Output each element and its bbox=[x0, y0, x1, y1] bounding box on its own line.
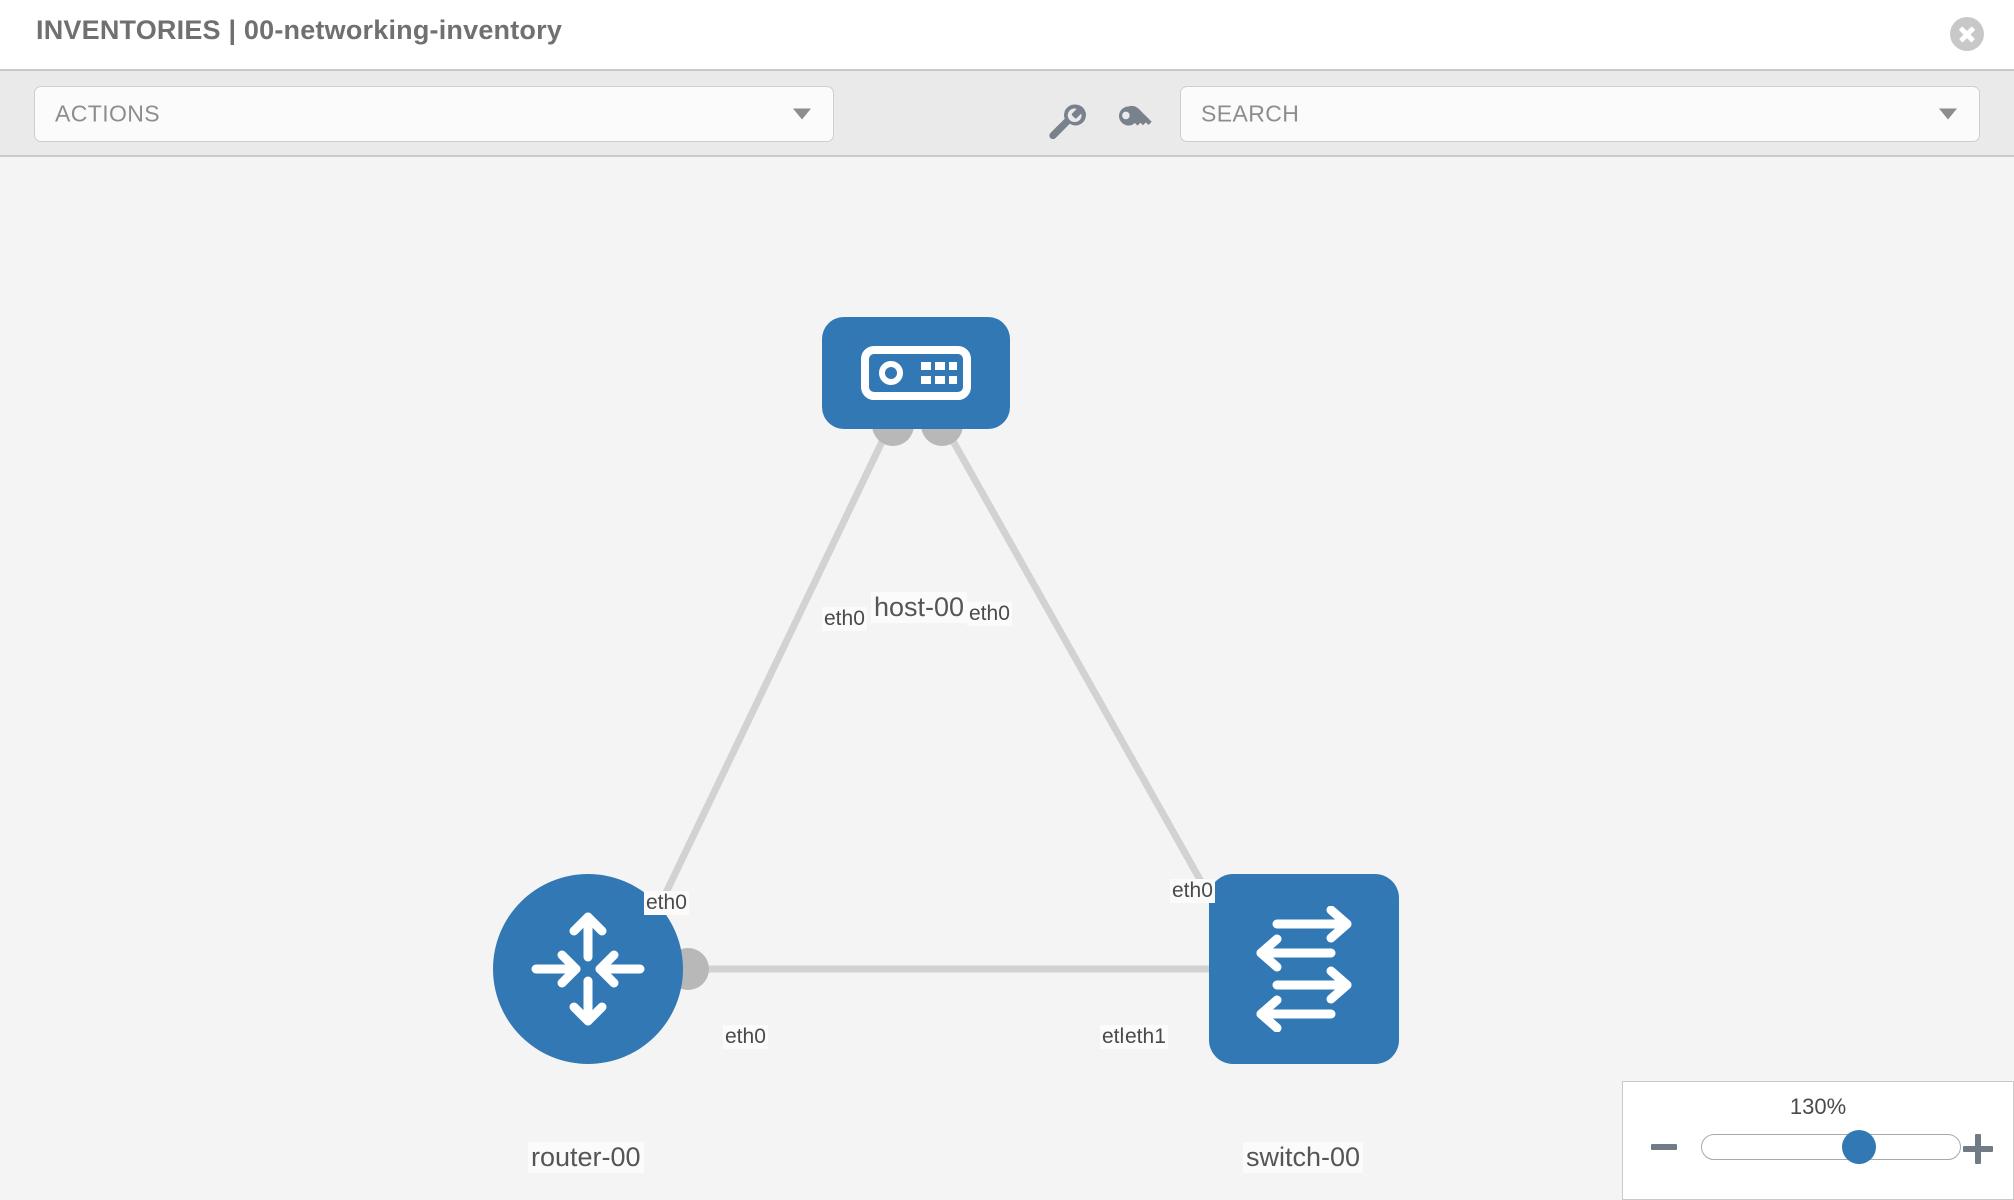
iface-label-switch-to-host: eth0 bbox=[1170, 879, 1215, 903]
page-header: INVENTORIES | 00-networking-inventory bbox=[0, 0, 2014, 69]
plus-icon[interactable] bbox=[1963, 1134, 1993, 1164]
iface-label-switch-to-router-b: eth1 bbox=[1123, 1025, 1168, 1049]
server-appliance-icon bbox=[861, 346, 971, 400]
topology-canvas[interactable]: host-00 router-00 bbox=[0, 157, 2014, 1200]
node-label-router-00: router-00 bbox=[528, 1142, 644, 1173]
topology-links bbox=[636, 404, 1253, 990]
switch-arrows-icon bbox=[1256, 906, 1352, 1032]
search-input[interactable]: SEARCH bbox=[1180, 86, 1980, 142]
zoom-control-panel: 130% bbox=[1622, 1081, 2014, 1200]
minus-icon[interactable] bbox=[1651, 1134, 1677, 1160]
actions-dropdown-label: ACTIONS bbox=[55, 100, 161, 127]
topology-node-switch-00[interactable] bbox=[1209, 874, 1399, 1064]
chevron-down-icon bbox=[793, 108, 811, 120]
zoom-level-value: 130% bbox=[1789, 1094, 1847, 1119]
zoom-slider-track[interactable] bbox=[1701, 1130, 1961, 1164]
wrench-icon[interactable] bbox=[1044, 99, 1086, 141]
topology-node-host-00[interactable] bbox=[822, 317, 1010, 429]
iface-label-host-left: eth0 bbox=[822, 607, 867, 631]
toolbar: ACTIONS SEARCH bbox=[0, 69, 2014, 157]
node-label-host-00: host-00 bbox=[871, 592, 968, 623]
page-title: INVENTORIES | 00-networking-inventory bbox=[36, 15, 563, 45]
close-icon[interactable] bbox=[1950, 17, 1984, 51]
key-icon[interactable] bbox=[1112, 99, 1154, 141]
iface-label-router-to-host: eth0 bbox=[644, 891, 689, 915]
iface-label-router-to-switch: eth0 bbox=[723, 1025, 768, 1049]
actions-dropdown[interactable]: ACTIONS bbox=[34, 86, 834, 142]
switch-node-shape[interactable] bbox=[1209, 874, 1399, 1064]
host-node-shape[interactable] bbox=[822, 317, 1010, 429]
node-label-switch-00: switch-00 bbox=[1243, 1142, 1364, 1173]
search-placeholder: SEARCH bbox=[1201, 100, 1300, 127]
router-arrows-icon bbox=[531, 912, 645, 1026]
chevron-down-icon bbox=[1939, 108, 1957, 120]
zoom-slider-thumb[interactable] bbox=[1842, 1130, 1877, 1164]
iface-label-host-right: eth0 bbox=[967, 602, 1012, 626]
